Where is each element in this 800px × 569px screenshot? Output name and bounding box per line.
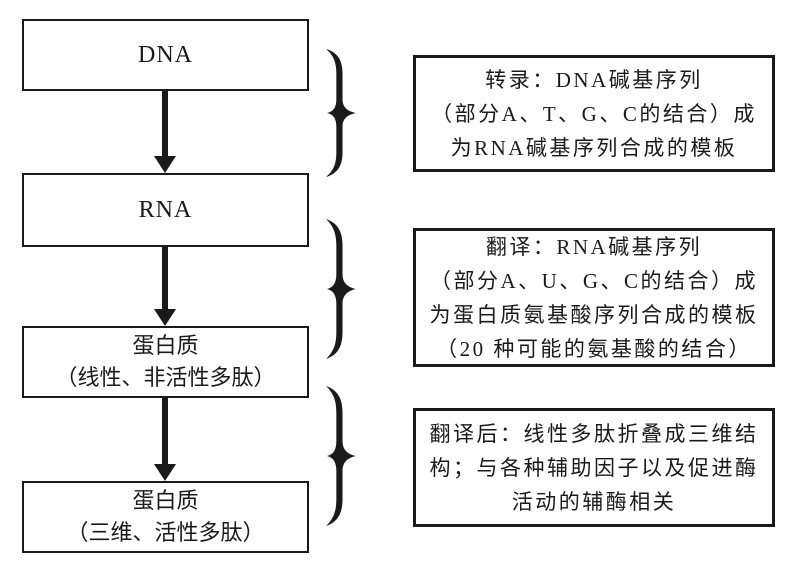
annotation-line: 转录：DNA碱基序列 — [485, 67, 703, 92]
annotation-line: 构；与各种辅助因子以及促进酶 — [429, 455, 759, 480]
curly-brace-icon-transcription — [325, 48, 358, 178]
annotation-line: 翻译：RNA碱基序列 — [485, 234, 703, 259]
arrow-head-rna-to-protein — [154, 309, 176, 326]
arrow-head-protein-folding — [154, 464, 176, 481]
arrow-shaft-rna-to-protein — [162, 245, 168, 310]
annotation-box-translation: 翻译：RNA碱基序列 （部分A、U、G、C的结合）成 为蛋白质氨基酸序列合成的模… — [413, 228, 775, 367]
annotation-line: 活动的辅酶相关 — [511, 489, 677, 514]
flow-box-rna: RNA — [22, 173, 309, 247]
arrow-head-dna-to-rna — [154, 156, 176, 173]
arrow-shaft-protein-folding — [162, 396, 168, 465]
flow-box-dna-label: DNA — [138, 42, 193, 68]
annotation-line: （部分A、U、G、C的结合）成 — [429, 268, 758, 293]
curly-brace-icon-post-translation — [325, 385, 358, 527]
flow-box-protein-linear-label: 蛋白质 — [132, 333, 199, 358]
flow-box-protein-3d-sublabel: （三维、活性多肽） — [66, 520, 265, 545]
annotation-line: 为RNA碱基序列合成的模板 — [450, 135, 738, 160]
flow-box-protein-linear-sublabel: （线性、非活性多肽） — [55, 365, 276, 390]
flow-box-protein-linear: 蛋白质 （线性、非活性多肽） — [22, 326, 309, 398]
annotation-line: 为蛋白质氨基酸序列合成的模板 — [429, 302, 759, 327]
annotation-line: （20 种可能的氨基酸的结合） — [436, 336, 752, 361]
annotation-box-transcription: 转录：DNA碱基序列 （部分A、T、G、C的结合）成 为RNA碱基序列合成的模板 — [413, 55, 775, 172]
arrow-shaft-dna-to-rna — [162, 89, 168, 157]
curly-brace-icon-translation — [325, 218, 358, 360]
flow-box-protein-3d: 蛋白质 （三维、活性多肽） — [22, 481, 309, 553]
annotation-box-post-translation: 翻译后：线性多肽折叠成三维结 构；与各种辅助因子以及促进酶 活动的辅酶相关 — [413, 408, 775, 527]
annotation-line: （部分A、T、G、C的结合）成 — [431, 101, 757, 126]
flow-box-rna-label: RNA — [138, 197, 193, 223]
flow-box-dna: DNA — [22, 19, 309, 91]
annotation-line: 翻译后：线性多肽折叠成三维结 — [429, 421, 759, 446]
flow-box-protein-3d-label: 蛋白质 — [132, 488, 199, 513]
